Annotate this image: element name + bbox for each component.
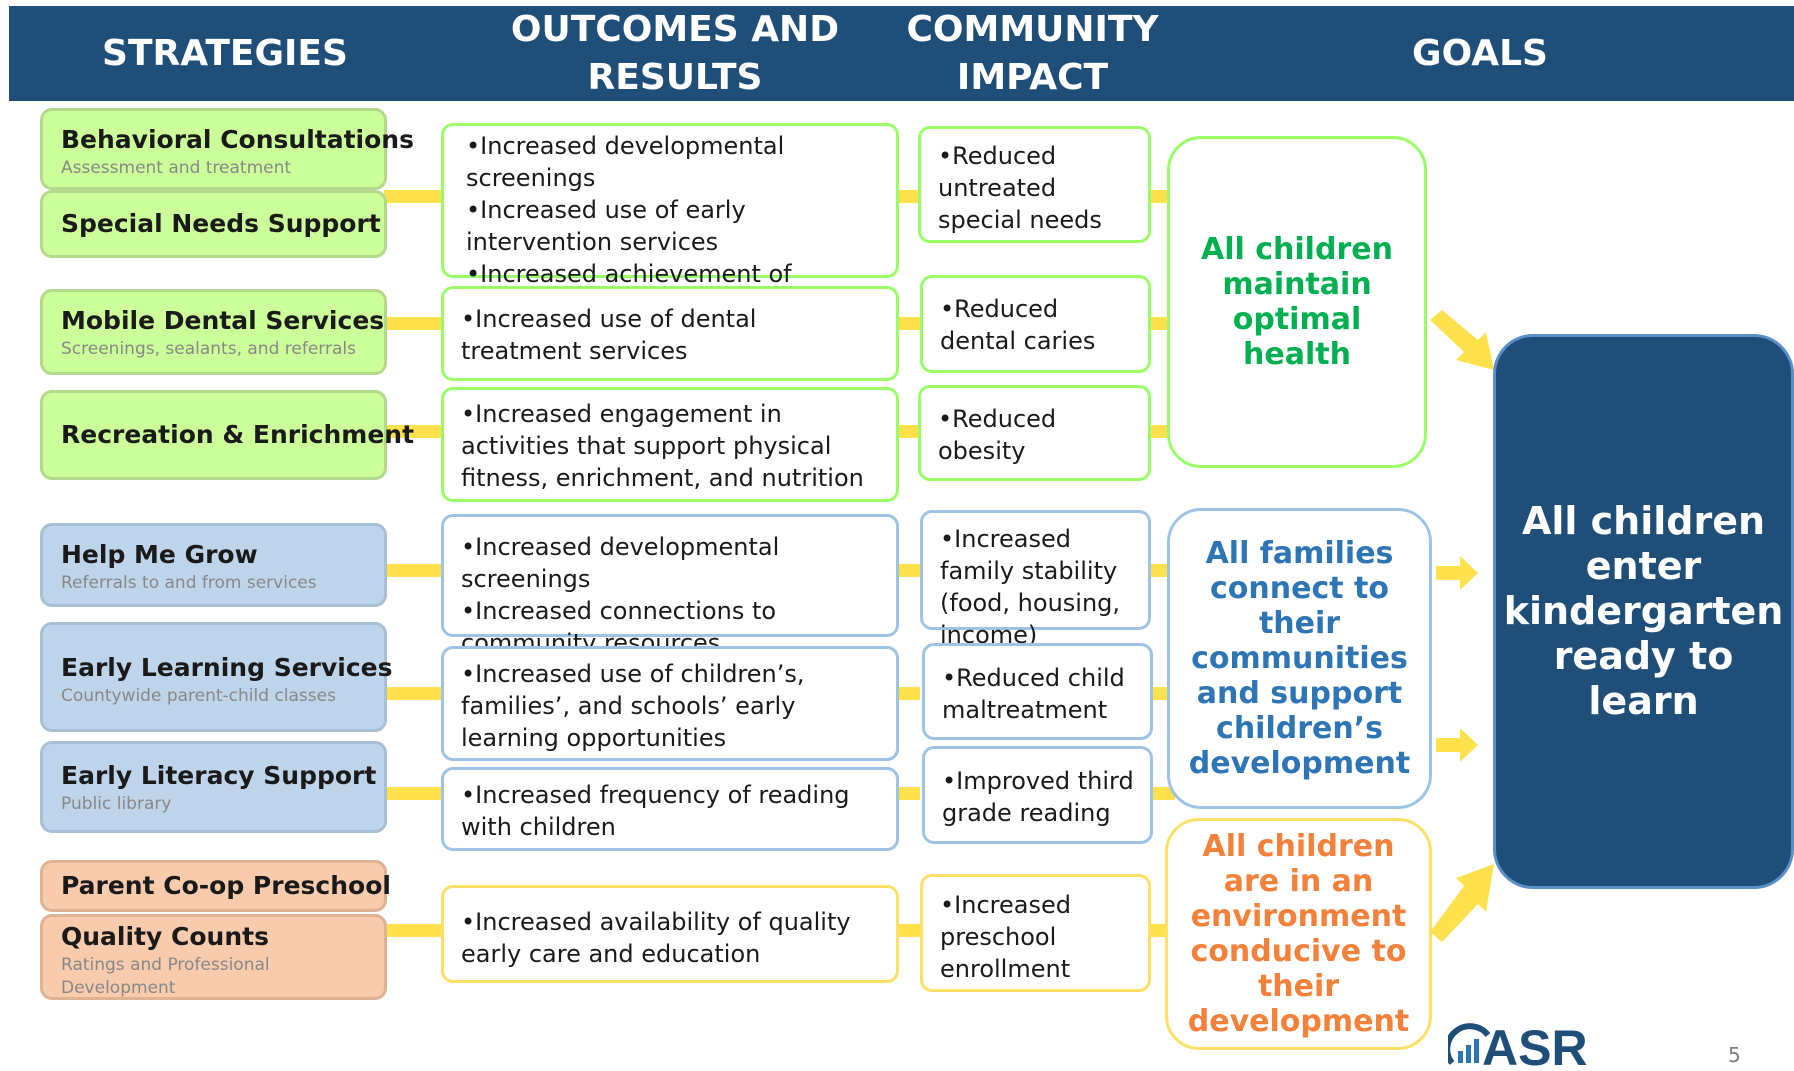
outcome-item: •Increased use of dental treatment servi… [461,305,757,365]
goal-optimal-health: All children maintain optimal health [1167,136,1427,468]
header-outcomes: OUTCOMES AND RESULTS [500,6,850,101]
connector [896,787,920,800]
impact-box: •Reduced obesity [918,385,1151,481]
outcome-box: •Increased frequency of reading with chi… [441,767,899,851]
outcome-box: •Increased developmental screenings •Inc… [441,123,899,320]
strategy-subtitle: Referrals to and from services [61,573,317,593]
connector [896,190,920,203]
header-bar [9,6,1794,101]
impact-box: •Increased preschool enrollment [920,874,1151,992]
connector [896,425,920,438]
outcome-item: •Increased engagement in activities that… [461,400,864,492]
outcome-box: •Increased use of dental treatment servi… [441,286,899,381]
connector [1147,425,1171,438]
strategy-name: Special Needs Support [61,209,381,238]
strategy-name: Behavioral Consultations [61,125,414,154]
outcome-item: •Increased use of children’s, families’,… [461,660,805,752]
strategy-subtitle: Countywide parent-child classes [61,686,336,706]
logo-text: ASR [1482,1020,1588,1067]
connector [384,924,444,937]
arrow-icon [1436,728,1478,762]
impact-box: •Improved third grade reading [922,746,1153,844]
arrow-icon [1436,556,1478,590]
arrow-icon [1430,864,1494,942]
connector [896,924,920,937]
connector [896,687,920,700]
goal-text: All children maintain optimal health [1201,232,1393,372]
strategy-name: Parent Co-op Preschool [61,871,391,900]
header-outcomes-line1: OUTCOMES AND [510,8,840,50]
outcome-item: •Increased developmental screenings [461,533,780,593]
strategy-name: Early Learning Services [61,653,393,682]
strategy-parent-coop-preschool: Parent Co-op Preschool [40,860,391,912]
outcome-item: •Increased availability of quality early… [461,908,851,968]
outcome-box: •Increased availability of quality early… [441,885,899,983]
goal-families-connect: All families connect to their communitie… [1167,508,1432,809]
outcome-item: •Increased use of early intervention ser… [466,196,746,256]
strategy-early-learning-services: Early Learning Services Countywide paren… [40,622,393,732]
connector [384,787,444,800]
impact-box: •Increased family stability (food, housi… [920,510,1151,649]
header-outcomes-line2: RESULTS [587,56,763,98]
arrow-icon [1430,310,1494,370]
asr-logo: ASR [1444,1017,1588,1071]
strategy-early-literacy-support: Early Literacy Support Public library [40,741,387,833]
strategy-name: Recreation & Enrichment [61,420,415,449]
header-strategies: STRATEGIES [102,32,348,74]
impact-box: •Reduced child maltreatment [922,643,1153,740]
connector [384,190,444,203]
connector [384,425,444,438]
connector [384,564,444,577]
strategy-subtitle: Ratings and Professional Development [61,955,270,998]
strategy-subtitle: Screenings, sealants, and referrals [61,339,356,359]
final-goal-box: All children enter kindergarten ready to… [1493,334,1794,889]
impact-box: •Reduced dental caries [920,275,1151,373]
strategy-subtitle: Public library [61,794,172,814]
strategy-name: Early Literacy Support [61,761,377,790]
connector [1147,317,1171,330]
impact-box: •Reduced untreated special needs [918,126,1151,243]
strategy-mobile-dental-services: Mobile Dental Services Screenings, seala… [40,289,387,375]
connector [384,687,444,700]
header-impact-line1: COMMUNITY [906,8,1159,50]
strategy-name: Mobile Dental Services [61,306,385,335]
goal-text: All families connect to their communitie… [1188,536,1411,781]
outcome-item: •Increased developmental screenings [466,132,785,192]
page-number: 5 [1728,1043,1741,1067]
strategy-behavioral-consultations: Behavioral Consultations Assessment and … [40,108,414,190]
strategy-help-me-grow: Help Me Grow Referrals to and from servi… [40,523,387,607]
connector [896,564,920,577]
strategy-name: Quality Counts [61,922,269,951]
connector [1151,787,1175,800]
header-impact: COMMUNITY IMPACT [890,6,1175,101]
strategy-special-needs-support: Special Needs Support [40,190,387,258]
goal-text: All children are in an environment condu… [1187,829,1410,1039]
strategy-recreation-enrichment: Recreation & Enrichment [40,390,415,480]
connector [384,317,444,330]
strategy-quality-counts: Quality Counts Ratings and Professional … [40,914,387,1000]
connector [896,317,920,330]
outcome-box: •Increased use of children’s, families’,… [441,646,899,761]
connector [1147,190,1171,203]
outcome-box: •Increased engagement in activities that… [441,387,899,502]
goal-environment: All children are in an environment condu… [1165,818,1432,1050]
strategy-subtitle: Assessment and treatment [61,158,292,178]
header-goals: GOALS [1412,32,1548,74]
connector [1147,564,1171,577]
final-goal-text: All children enter kindergarten ready to… [1503,499,1784,723]
asr-logo-mark: ASR [1444,1020,1588,1071]
outcome-item: •Increased frequency of reading with chi… [461,781,850,841]
strategy-name: Help Me Grow [61,540,258,569]
header-impact-line2: IMPACT [956,56,1109,98]
